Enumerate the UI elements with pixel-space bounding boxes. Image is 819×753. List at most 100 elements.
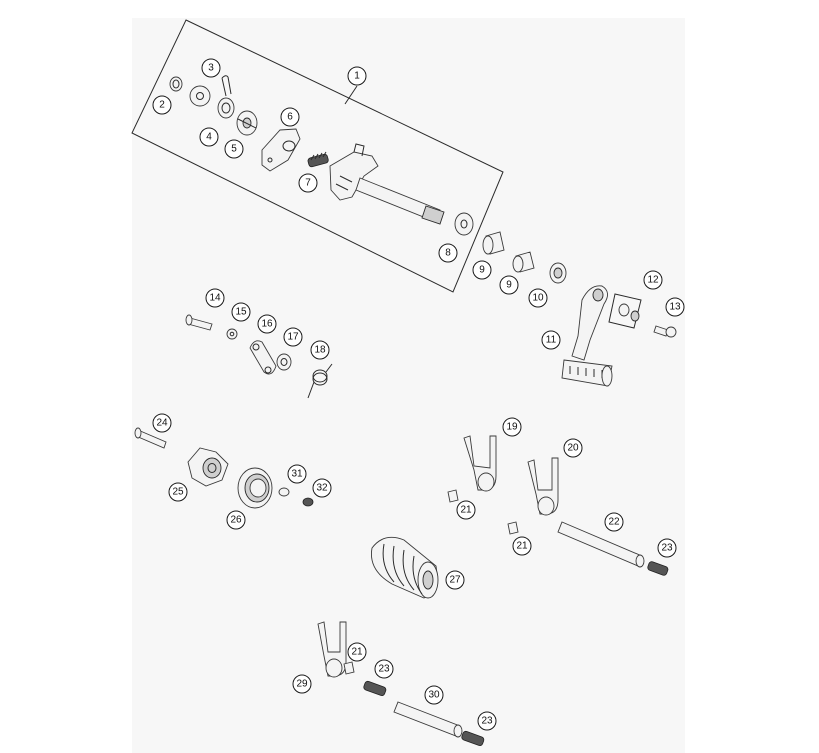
guide-pin-part bbox=[447, 489, 459, 503]
svg-text:13: 13 bbox=[669, 302, 681, 313]
callout-5: 5 bbox=[224, 139, 244, 159]
svg-text:18: 18 bbox=[314, 345, 326, 356]
detent-spring-part bbox=[302, 497, 314, 507]
fork-rail-part bbox=[557, 521, 645, 568]
callout-23: 23 bbox=[374, 659, 394, 679]
callout-14: 14 bbox=[205, 288, 225, 308]
callout-30: 30 bbox=[424, 685, 444, 705]
shaft-washer-part bbox=[454, 212, 474, 236]
svg-text:21: 21 bbox=[460, 505, 472, 516]
torsion-spring-part bbox=[307, 363, 333, 399]
locking-roller-part bbox=[276, 353, 292, 371]
callout-6: 6 bbox=[280, 107, 300, 127]
diagram-panel bbox=[132, 18, 685, 753]
svg-text:21: 21 bbox=[351, 647, 363, 658]
callout-12: 12 bbox=[643, 270, 663, 290]
callout-7: 7 bbox=[298, 173, 318, 193]
shift-shaft-part bbox=[329, 143, 445, 225]
callout-13: 13 bbox=[665, 297, 685, 317]
svg-text:32: 32 bbox=[316, 483, 328, 494]
callout-27: 27 bbox=[445, 570, 465, 590]
bushing-part bbox=[482, 231, 505, 255]
svg-text:10: 10 bbox=[532, 293, 544, 304]
svg-text:8: 8 bbox=[445, 248, 451, 259]
shift-shaft-assembly-box bbox=[131, 19, 504, 293]
callout-19: 19 bbox=[502, 417, 522, 437]
svg-text:4: 4 bbox=[206, 132, 212, 143]
shift-plate-part bbox=[261, 128, 301, 172]
callout-9: 9 bbox=[472, 260, 492, 280]
svg-text:27: 27 bbox=[449, 575, 461, 586]
callout-15: 15 bbox=[231, 302, 251, 322]
svg-text:16: 16 bbox=[261, 319, 273, 330]
svg-text:12: 12 bbox=[647, 275, 659, 286]
callout-20: 20 bbox=[563, 438, 583, 458]
detent-pin-part bbox=[278, 487, 290, 497]
svg-text:14: 14 bbox=[209, 293, 221, 304]
pivot-bolt-part bbox=[185, 314, 213, 331]
svg-text:31: 31 bbox=[291, 469, 303, 480]
callout-21: 21 bbox=[456, 500, 476, 520]
locking-lever-part bbox=[249, 340, 277, 375]
svg-text:22: 22 bbox=[608, 517, 620, 528]
callout-32: 32 bbox=[312, 478, 332, 498]
svg-text:24: 24 bbox=[156, 418, 168, 429]
callout-8: 8 bbox=[438, 243, 458, 263]
svg-text:3: 3 bbox=[208, 63, 214, 74]
svg-text:15: 15 bbox=[235, 307, 247, 318]
svg-text:21: 21 bbox=[516, 541, 528, 552]
spring-clip-part bbox=[217, 75, 235, 119]
locking-washer-part bbox=[226, 328, 238, 340]
lever-screw-part bbox=[653, 325, 677, 338]
rail-spring-part bbox=[461, 730, 485, 747]
rail-spring-part bbox=[363, 680, 387, 697]
retaining-ring-part bbox=[169, 76, 183, 92]
callout-2: 2 bbox=[152, 95, 172, 115]
svg-text:23: 23 bbox=[378, 664, 390, 675]
washer-part bbox=[189, 85, 211, 107]
callout-25: 25 bbox=[168, 482, 188, 502]
svg-text:29: 29 bbox=[296, 679, 308, 690]
shift-drum-locating-part bbox=[187, 447, 229, 487]
shift-fork-part bbox=[317, 621, 347, 678]
rail-spring-part bbox=[647, 561, 669, 576]
shift-lever-part bbox=[561, 285, 613, 387]
callout-18: 18 bbox=[310, 340, 330, 360]
svg-text:1: 1 bbox=[354, 71, 360, 82]
callout-21: 21 bbox=[347, 642, 367, 662]
shift-spring-part bbox=[307, 151, 329, 168]
callout-23: 23 bbox=[657, 538, 677, 558]
callout-29: 29 bbox=[292, 674, 312, 694]
callout-17: 17 bbox=[283, 327, 303, 347]
callout-31: 31 bbox=[287, 464, 307, 484]
callout-9: 9 bbox=[499, 275, 519, 295]
svg-text:17: 17 bbox=[287, 332, 299, 343]
seal-ring-part bbox=[549, 262, 567, 284]
shift-fork-part bbox=[463, 435, 497, 492]
svg-text:11: 11 bbox=[546, 335, 557, 346]
svg-text:23: 23 bbox=[661, 543, 673, 554]
svg-text:26: 26 bbox=[230, 515, 242, 526]
callout-23: 23 bbox=[477, 711, 497, 731]
callout-11: 11 bbox=[541, 330, 561, 350]
svg-text:23: 23 bbox=[481, 716, 493, 727]
svg-text:25: 25 bbox=[172, 487, 184, 498]
locking-plate-part bbox=[236, 110, 258, 136]
bearing-part bbox=[237, 467, 273, 509]
svg-text:6: 6 bbox=[287, 112, 293, 123]
callout-24: 24 bbox=[152, 413, 172, 433]
svg-text:5: 5 bbox=[231, 144, 237, 155]
guide-pin-part bbox=[343, 661, 355, 675]
svg-text:9: 9 bbox=[479, 265, 485, 276]
svg-text:19: 19 bbox=[506, 422, 518, 433]
callout-22: 22 bbox=[604, 512, 624, 532]
svg-text:20: 20 bbox=[567, 443, 579, 454]
callout-10: 10 bbox=[528, 288, 548, 308]
fork-rail-part bbox=[393, 701, 463, 738]
shift-drum-bolt-part bbox=[134, 427, 167, 449]
callout-16: 16 bbox=[257, 314, 277, 334]
callout-4: 4 bbox=[199, 127, 219, 147]
guide-pin-part bbox=[507, 521, 519, 535]
shift-fork-part bbox=[527, 457, 559, 516]
